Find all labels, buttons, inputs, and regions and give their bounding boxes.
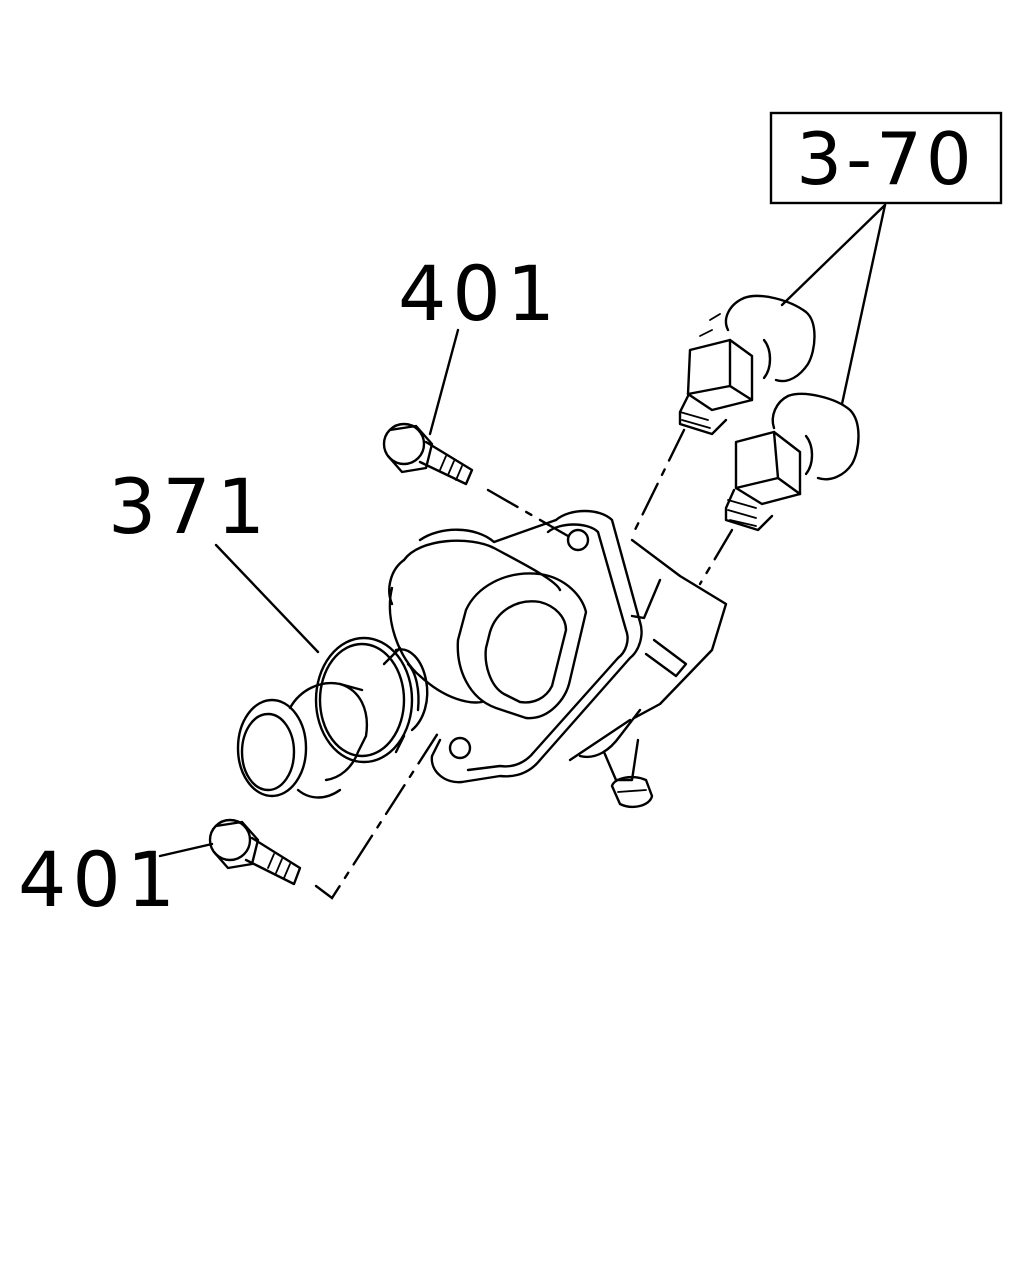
bolt-centerlines	[314, 488, 570, 900]
callout-401-bottom: 401	[18, 835, 181, 924]
bolt-401-top[interactable]	[382, 422, 474, 486]
upper-elbow-fitting	[678, 294, 816, 436]
fitting-centerlines	[630, 428, 734, 586]
thermostat-valve[interactable]	[236, 636, 429, 799]
callout-371: 371	[108, 462, 271, 551]
reference-leaders	[780, 203, 887, 406]
callout-401-top: 401	[398, 249, 561, 338]
reference-box[interactable]: 3-70	[769, 111, 1003, 205]
callout-leaders	[158, 328, 460, 858]
bolt-401-bottom[interactable]	[208, 818, 302, 886]
thermostat-housing	[388, 509, 728, 808]
lower-elbow-fitting	[724, 392, 860, 532]
reference-label: 3-70	[796, 117, 975, 201]
